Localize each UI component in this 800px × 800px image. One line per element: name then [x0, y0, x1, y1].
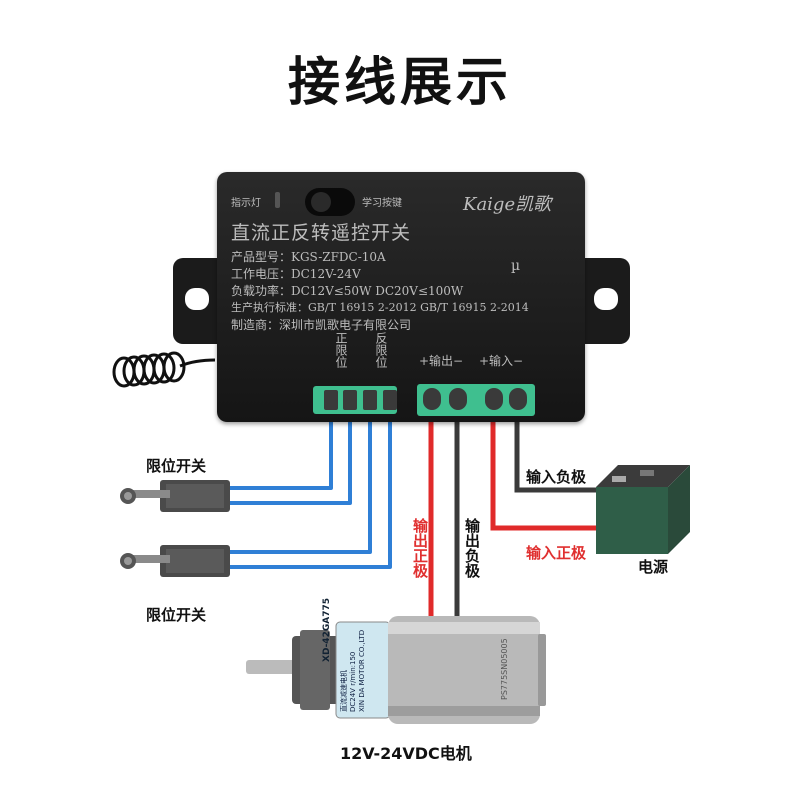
motor-label: 12V-24VDC电机: [340, 744, 472, 763]
indicator-label: 指示灯: [231, 198, 261, 209]
motor-line2: DC24V r/min:150: [349, 651, 357, 712]
input-term-label: +输入−: [479, 354, 524, 368]
input-positive-label: 输入正极: [526, 544, 587, 562]
remote-switch-device: 指示灯 学习按键 Kaige凯歌 直流正反转遥控开关 产品型号：KGS-ZFDC…: [217, 172, 585, 422]
learn-button[interactable]: [305, 188, 355, 216]
motor-sticker: XD-42GA775: [322, 552, 332, 662]
motor-maker: XIN DA MOTOR CO.,LTD: [358, 629, 366, 712]
input-negative-label: 输入负极: [526, 468, 587, 486]
battery-shape: [596, 465, 690, 554]
learn-button-label: 学习按键: [362, 198, 402, 209]
terminal-screw-icon: [423, 388, 441, 410]
terminal-screw-icon: [485, 388, 503, 410]
limit-switch-bottom-label: 限位开关: [146, 606, 207, 624]
motor-shape: [246, 616, 546, 724]
output-positive-label: 输出正极: [411, 518, 429, 578]
limit-switch-bottom-shape: [120, 545, 230, 577]
terminal-screw-icon: [509, 388, 527, 410]
model-text: 产品型号：KGS-ZFDC-10A: [231, 250, 386, 264]
motor-model: XD-42GA775: [322, 598, 332, 662]
output-term-label: +输出−: [419, 354, 464, 368]
voltage-text: 工作电压：DC12V-24V: [231, 267, 361, 281]
limit-switch-top-shape: [120, 480, 230, 512]
limit-switch-top-label: 限位开关: [146, 457, 207, 475]
terminal-screw-icon: [324, 390, 338, 410]
fwd-limit-label: 正限位: [334, 332, 348, 368]
motor-code: PS775SN05005: [500, 638, 509, 700]
terminal-screw-icon: [343, 390, 357, 410]
terminal-screw-icon: [363, 390, 377, 410]
maker-text: 制造商：深圳市凯歌电子有限公司: [231, 318, 412, 332]
input-positive-wire: [490, 402, 604, 531]
rev-limit-label: 反限位: [374, 332, 388, 368]
motor-sticker-lines: 直流减速电机 DC24V r/min:150 XIN DA MOTOR CO.,…: [340, 630, 367, 712]
load-text: 负载功率：DC12V≤50W DC20V≤100W: [231, 284, 464, 298]
indicator-light-icon: [275, 192, 280, 208]
antenna-coil: [112, 351, 216, 388]
standard-text: 生产执行标准：GB/T 16915 2-2012 GB/T 16915 2-20…: [231, 301, 529, 314]
motor-line1: 直流减速电机: [340, 670, 348, 712]
brand-logo: Kaige凯歌: [463, 194, 552, 215]
output-negative-label: 输出负极: [463, 518, 481, 578]
terminal-screw-icon: [383, 390, 397, 410]
terminal-screw-icon: [449, 388, 467, 410]
power-label: 电源: [638, 558, 669, 576]
certification-mark: µ: [511, 258, 521, 274]
device-name: 直流正反转遥控开关: [231, 222, 412, 244]
input-negative-wire: [514, 402, 604, 493]
page-title: 接线展示: [287, 53, 512, 113]
limit-wires: [225, 402, 392, 569]
